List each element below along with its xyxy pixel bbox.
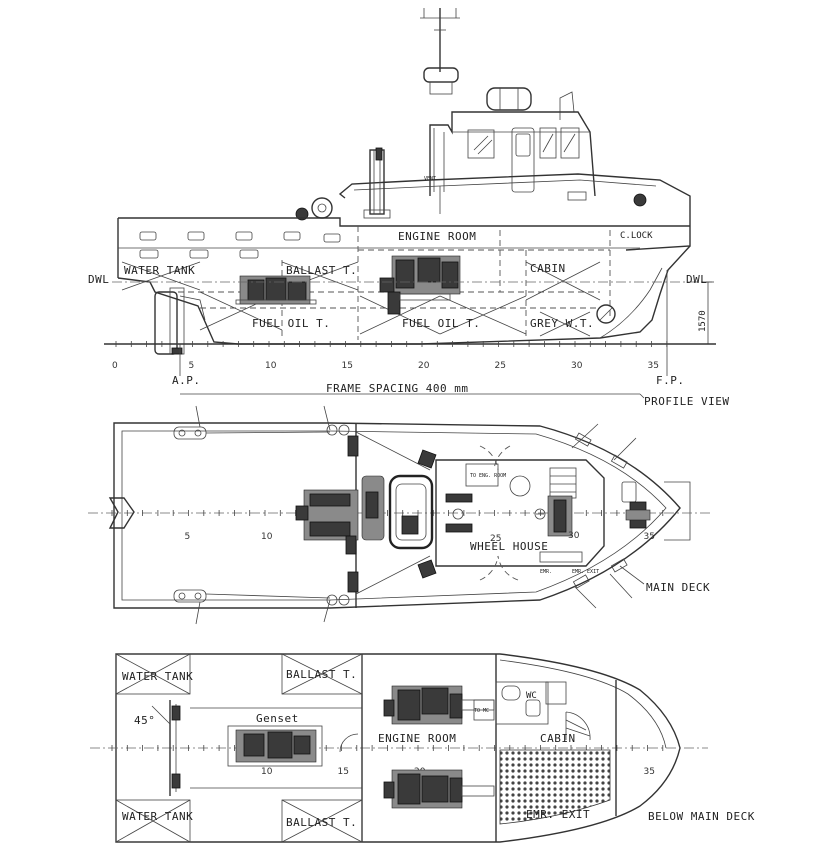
ballast-tank-top bbox=[281, 653, 363, 695]
label-c-lock: C.LOCK bbox=[620, 231, 653, 241]
ballast-tank-bottom bbox=[281, 799, 363, 843]
label-main-deck: MAIN DECK bbox=[646, 581, 710, 594]
label-vent: VENT bbox=[424, 176, 436, 182]
winch bbox=[295, 207, 309, 221]
mast bbox=[420, 8, 460, 95]
label-to-eng-room: TO ENG. ROOM bbox=[470, 473, 506, 479]
main-engine-starboard bbox=[383, 769, 495, 809]
hull-profile bbox=[117, 217, 691, 345]
rudder bbox=[154, 291, 178, 355]
label-below-main-deck: BELOW MAIN DECK bbox=[648, 810, 755, 823]
exhaust-stack bbox=[363, 147, 391, 219]
label-wheel-house: WHEEL HOUSE bbox=[470, 540, 548, 553]
cabin-below-deck bbox=[473, 681, 591, 741]
wheelhouse-profile bbox=[429, 111, 596, 197]
label-ap: A.P. bbox=[172, 374, 201, 387]
label-ballast-bottom: BALLAST T. bbox=[286, 816, 357, 829]
stern-roller bbox=[108, 497, 135, 529]
main-deck-plan: 5101535 bbox=[88, 405, 710, 625]
main-deck-hull bbox=[113, 422, 681, 609]
label-frame-spacing: FRAME SPACING 400 mm bbox=[326, 382, 468, 395]
water-tank-top bbox=[115, 653, 191, 695]
radome bbox=[486, 87, 532, 111]
frame-tick-label: 5 bbox=[185, 532, 191, 542]
frame-tick-label: 30 bbox=[571, 361, 583, 371]
label-grey-wt: GREY W.T. bbox=[530, 317, 594, 330]
frame-tick-label: 25 bbox=[495, 361, 506, 371]
label-emr-left: EMR. bbox=[540, 569, 552, 575]
wheel-house-plan bbox=[435, 445, 605, 581]
label-genset: Genset bbox=[256, 712, 299, 725]
deck-winch bbox=[295, 489, 359, 555]
water-tank-bottom bbox=[115, 799, 191, 843]
label-ballast-top: BALLAST T. bbox=[286, 668, 357, 681]
label-ballast: BALLAST T. bbox=[286, 264, 357, 277]
label-emr-exit-right: EMR. EXIT bbox=[572, 569, 599, 575]
frame-tick-label: 20 bbox=[418, 361, 430, 371]
genset-below-deck bbox=[227, 725, 323, 767]
label-fuel-oil-fwd: FUEL OIL T. bbox=[402, 317, 480, 330]
genset-profile bbox=[235, 275, 317, 305]
label-water-tank: WATER TANK bbox=[124, 264, 195, 277]
label-cabin-below: CABIN bbox=[540, 732, 576, 745]
label-fuel-oil-aft: FUEL OIL T. bbox=[252, 317, 330, 330]
label-wc: WC bbox=[526, 691, 537, 701]
label-water-tank-top: WATER TANK bbox=[122, 670, 193, 683]
frame-tick-label: 10 bbox=[261, 532, 273, 542]
label-water-tank-bottom: WATER TANK bbox=[122, 810, 193, 823]
profile-frame-scale: 0 5 10 15 20 25 30 35 bbox=[112, 341, 668, 371]
main-deck-frame-scale: 5101535 bbox=[111, 510, 664, 542]
label-fp: F.P. bbox=[656, 374, 685, 387]
label-engine-room-below: ENGINE ROOM bbox=[378, 732, 456, 745]
main-engine-port bbox=[383, 685, 495, 725]
frame-tick-label: 15 bbox=[338, 767, 349, 777]
frame-tick-label: 5 bbox=[189, 361, 195, 371]
label-cabin: CABIN bbox=[530, 262, 566, 275]
main-engine-profile bbox=[379, 255, 461, 315]
profile-view: 0 5 10 15 20 25 30 35 ENGINE ROOM WATER TANK BA… bbox=[88, 8, 729, 408]
label-angle-45: 45° bbox=[134, 714, 155, 727]
frame-tick-label: 10 bbox=[265, 361, 277, 371]
label-engine-room: ENGINE ROOM bbox=[398, 230, 476, 243]
label-dwl-left: DWL bbox=[88, 273, 109, 286]
below-deck-plan: 10152035 bbox=[90, 653, 755, 843]
frame-tick-label: 35 bbox=[644, 532, 655, 542]
frame-tick-label: 10 bbox=[261, 767, 273, 777]
frame-tick-label: 35 bbox=[644, 767, 655, 777]
emergency-exit-area bbox=[499, 749, 611, 825]
label-frame-30: 30 bbox=[568, 531, 580, 541]
engine-casing-hatch bbox=[388, 474, 434, 550]
label-dwl-right: DWL bbox=[686, 273, 707, 286]
label-emr-exit: EMR. EXIT bbox=[526, 808, 590, 821]
frame-tick-label: 0 bbox=[112, 361, 118, 371]
label-to-mc: TO MC bbox=[474, 708, 489, 714]
label-frame-25: 25 bbox=[490, 534, 501, 544]
frame-tick-label: 15 bbox=[342, 361, 353, 371]
label-profile-view: PROFILE VIEW bbox=[644, 395, 729, 408]
label-draft-1570: 1570 bbox=[698, 310, 708, 332]
frame-tick-label: 35 bbox=[648, 361, 659, 371]
bow-thruster bbox=[596, 304, 616, 324]
